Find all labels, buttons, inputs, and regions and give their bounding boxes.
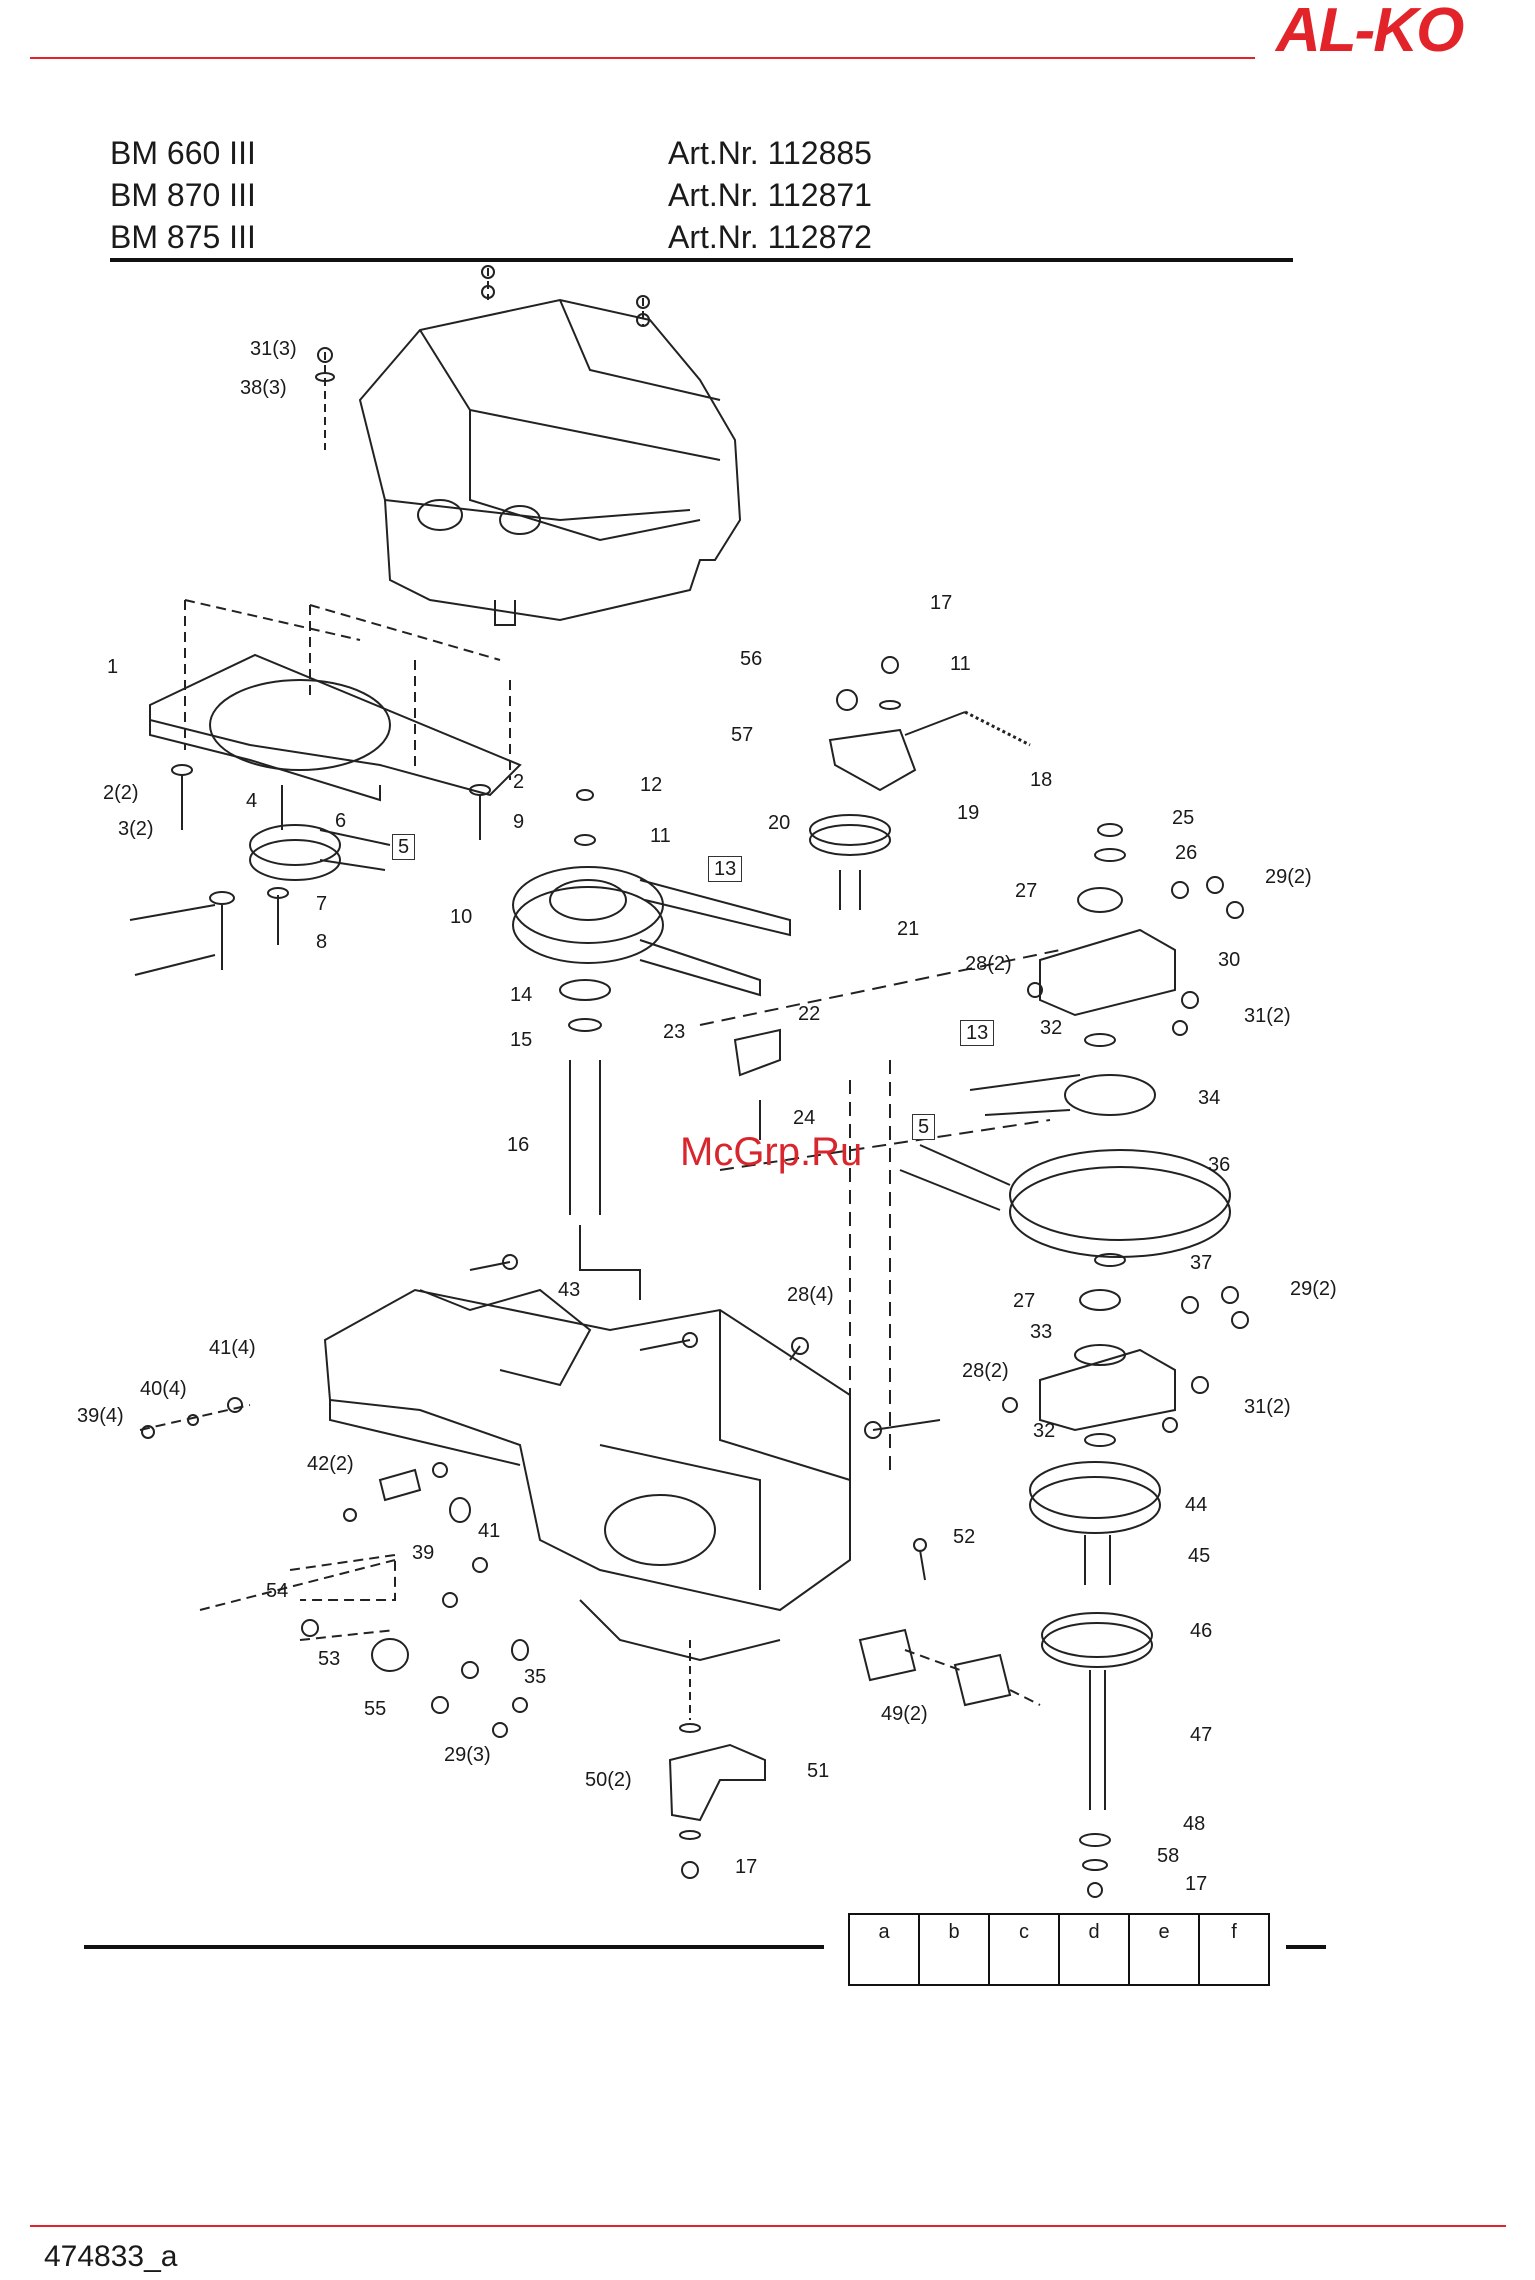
- part-label: 11: [950, 653, 971, 675]
- part-label: 29(3): [444, 1744, 491, 1766]
- part-label: 43: [558, 1279, 581, 1301]
- part-label: 53: [318, 1648, 341, 1670]
- part-label: 58: [1157, 1845, 1180, 1867]
- title-rule: [110, 258, 1293, 262]
- part-label: 28(4): [787, 1284, 834, 1306]
- part-label: 52: [953, 1526, 976, 1548]
- part-label: 9: [513, 811, 525, 833]
- revision-table: a b c d e f: [848, 1913, 1270, 1986]
- engine-drawing: [358, 298, 742, 626]
- part-label: 36: [1208, 1154, 1231, 1176]
- part-label: 25: [1172, 807, 1195, 829]
- part-label: 40(4): [140, 1378, 187, 1400]
- bottom-rule-left: [84, 1945, 824, 1949]
- part-label-boxed: 5: [392, 834, 416, 860]
- part-label: 34: [1198, 1087, 1221, 1109]
- part-label: 11: [650, 825, 671, 847]
- part-label: 7: [316, 893, 328, 915]
- part-label: 41(4): [209, 1337, 256, 1359]
- revision-cell: a: [848, 1913, 920, 1986]
- part-label: 22: [798, 1003, 821, 1025]
- part-label: 3(2): [118, 818, 154, 840]
- part-label: 56: [740, 648, 763, 670]
- part-label: 26: [1175, 842, 1198, 864]
- part-label: 31(2): [1244, 1005, 1291, 1027]
- part-label: 48: [1183, 1813, 1206, 1835]
- part-label: 28(2): [962, 1360, 1009, 1382]
- art-number: Art.Nr. 112872: [668, 219, 872, 255]
- part-label: 14: [510, 984, 533, 1006]
- part-label: 17: [1185, 1873, 1208, 1895]
- part-label: 38(3): [240, 377, 287, 399]
- part-label: 54: [266, 1580, 289, 1602]
- part-label: 51: [807, 1760, 830, 1782]
- part-label: 35: [524, 1666, 547, 1688]
- revision-cell: b: [918, 1913, 990, 1986]
- part-label: 32: [1033, 1420, 1056, 1442]
- part-label: 39: [412, 1542, 435, 1564]
- part-label: 32: [1040, 1017, 1063, 1039]
- model-name: BM 870 III: [110, 177, 256, 213]
- part-label: 6: [335, 810, 347, 832]
- document-number: 474833_a: [44, 2240, 178, 2273]
- part-label: 31(3): [250, 338, 297, 360]
- part-label: 50(2): [585, 1769, 632, 1791]
- model-name: BM 875 III: [110, 219, 256, 255]
- part-label: 21: [897, 918, 920, 940]
- part-label: 2: [513, 771, 525, 793]
- header-rule: [30, 57, 1255, 59]
- part-label: 49(2): [881, 1703, 928, 1725]
- watermark: McGrp.Ru: [680, 1130, 863, 1174]
- part-label-boxed: 13: [708, 856, 743, 882]
- revision-cell: f: [1198, 1913, 1270, 1986]
- part-label: 41: [478, 1520, 501, 1542]
- part-label: 4: [246, 790, 258, 812]
- part-label: 10: [450, 906, 473, 928]
- part-label: 37: [1190, 1252, 1213, 1274]
- part-label: 28(2): [965, 953, 1012, 975]
- revision-cell: d: [1058, 1913, 1130, 1986]
- alko-logo: AL-KO: [1276, 0, 1464, 65]
- part-label: 12: [640, 774, 663, 796]
- bottom-rule-right: [1286, 1945, 1326, 1949]
- part-label: 30: [1218, 949, 1241, 971]
- art-number: Art.Nr. 112871: [668, 177, 872, 213]
- revision-cell: c: [988, 1913, 1060, 1986]
- part-label: 17: [930, 592, 953, 614]
- footer-rule: [30, 2225, 1506, 2227]
- part-label: 18: [1030, 769, 1053, 791]
- model-name: BM 660 III: [110, 135, 256, 171]
- part-label: 19: [957, 802, 980, 824]
- part-label: 44: [1185, 1494, 1208, 1516]
- part-label: 23: [663, 1021, 686, 1043]
- part-label: 33: [1030, 1321, 1053, 1343]
- part-label: 31(2): [1244, 1396, 1291, 1418]
- part-label: 15: [510, 1029, 533, 1051]
- part-label: 2(2): [103, 782, 139, 804]
- part-label: 57: [731, 724, 754, 746]
- part-label-boxed: 5: [912, 1114, 936, 1140]
- part-label: 27: [1013, 1290, 1036, 1312]
- art-number: Art.Nr. 112885: [668, 135, 872, 171]
- part-label: 8: [316, 931, 328, 953]
- part-label: 29(2): [1290, 1278, 1337, 1300]
- part-label: 39(4): [77, 1405, 124, 1427]
- part-label: 20: [768, 812, 791, 834]
- revision-cell: e: [1128, 1913, 1200, 1986]
- part-label: 1: [107, 656, 119, 678]
- part-label: 27: [1015, 880, 1038, 902]
- part-label: 42(2): [307, 1453, 354, 1475]
- part-label: 17: [735, 1856, 758, 1878]
- part-label: 46: [1190, 1620, 1213, 1642]
- part-label: 24: [793, 1107, 816, 1129]
- part-label-boxed: 13: [960, 1020, 995, 1046]
- part-label: 16: [507, 1134, 530, 1156]
- part-label: 55: [364, 1698, 387, 1720]
- part-label: 47: [1190, 1724, 1213, 1746]
- part-label: 45: [1188, 1545, 1211, 1567]
- part-label: 29(2): [1265, 866, 1312, 888]
